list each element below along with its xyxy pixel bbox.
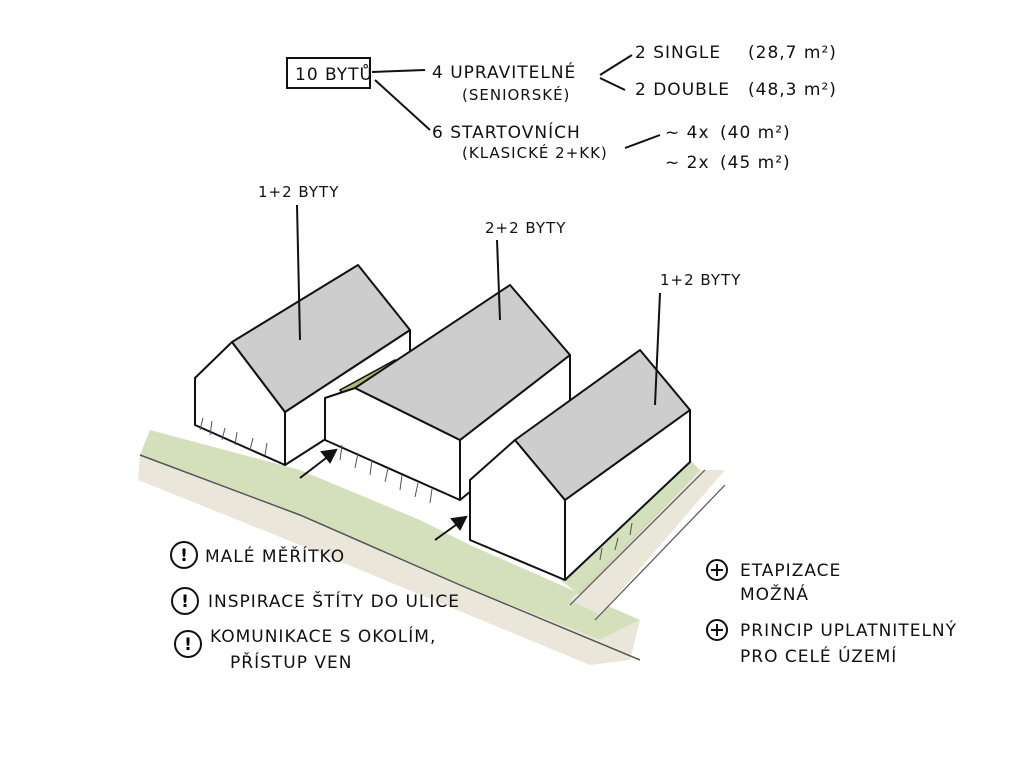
plus-text: MOŽNÁ (740, 583, 809, 605)
plus-item: PRINCIP UPLATNITELNÝ PRO CELÉ ÚZEMÍ (706, 619, 957, 667)
plus-item: ETAPIZACE MOŽNÁ (706, 559, 841, 605)
green-strip (560, 460, 700, 595)
building-3 (469, 349, 691, 581)
exclamation-circle-icon (171, 587, 199, 615)
group-b-item-area: (40 m²) (720, 123, 791, 143)
group-b-item-label: ~ 2x (665, 153, 710, 173)
building-label: 1+2 BYTY (660, 271, 741, 289)
total-box (286, 57, 371, 89)
leader-lines (296, 54, 661, 406)
building-label: 2+2 BYTY (485, 219, 566, 237)
warning-text: MALÉ MĚŘÍTKO (205, 545, 345, 567)
plus-circle-icon (706, 619, 728, 641)
group-b-title: 6 STARTOVNÍCH (432, 121, 581, 143)
plus-text: PRINCIP UPLATNITELNÝ (740, 619, 957, 641)
building-label: 1+2 BYTY (258, 183, 339, 201)
green-strip (140, 430, 640, 640)
exclamation-circle-icon (170, 541, 198, 569)
warning-item: ! KOMUNIKACE S OKOLÍM, PŘÍSTUP VEN (174, 625, 436, 673)
group-a-title: 4 UPRAVITELNÉ (432, 61, 576, 83)
group-a-item-area: (48,3 m²) (748, 80, 837, 100)
group-a-item-label: 2 SINGLE (635, 43, 721, 63)
street-edge (139, 454, 641, 661)
exclamation-circle-icon (174, 630, 202, 658)
warning-text: PŘÍSTUP VEN (230, 651, 352, 673)
group-a-item-area: (28,7 m²) (748, 43, 837, 63)
plus-text: PRO CELÉ ÚZEMÍ (740, 645, 897, 667)
roof (354, 284, 571, 441)
roof (231, 264, 411, 413)
warning-text: KOMUNIKACE S OKOLÍM, (210, 625, 436, 647)
group-b-item-area: (45 m²) (720, 153, 791, 173)
svg-text:!: ! (181, 592, 189, 612)
warning-item: ! MALÉ MĚŘÍTKO (170, 541, 345, 569)
roof (514, 349, 691, 501)
entry-arrow (299, 448, 468, 541)
warning-item: ! INSPIRACE ŠTÍTY DO ULICE (171, 587, 460, 615)
grass (199, 417, 633, 561)
street-edge (594, 484, 726, 621)
group-a-subtitle: (SENIORSKÉ) (462, 85, 570, 104)
side-path (570, 470, 725, 615)
street (138, 455, 640, 665)
warning-text: INSPIRACE ŠTÍTY DO ULICE (208, 590, 460, 612)
group-b-item-label: ~ 4x (665, 123, 710, 143)
total-apartments: 10 BYTŮ (295, 63, 373, 85)
plus-text: ETAPIZACE (740, 561, 841, 581)
group-a-item-label: 2 DOUBLE (635, 80, 730, 100)
svg-text:!: ! (184, 635, 192, 655)
plus-circle-icon (706, 559, 728, 581)
street-edge (569, 469, 706, 606)
group-b-subtitle: (KLASICKÉ 2+KK) (462, 143, 608, 162)
svg-text:!: ! (180, 546, 188, 566)
